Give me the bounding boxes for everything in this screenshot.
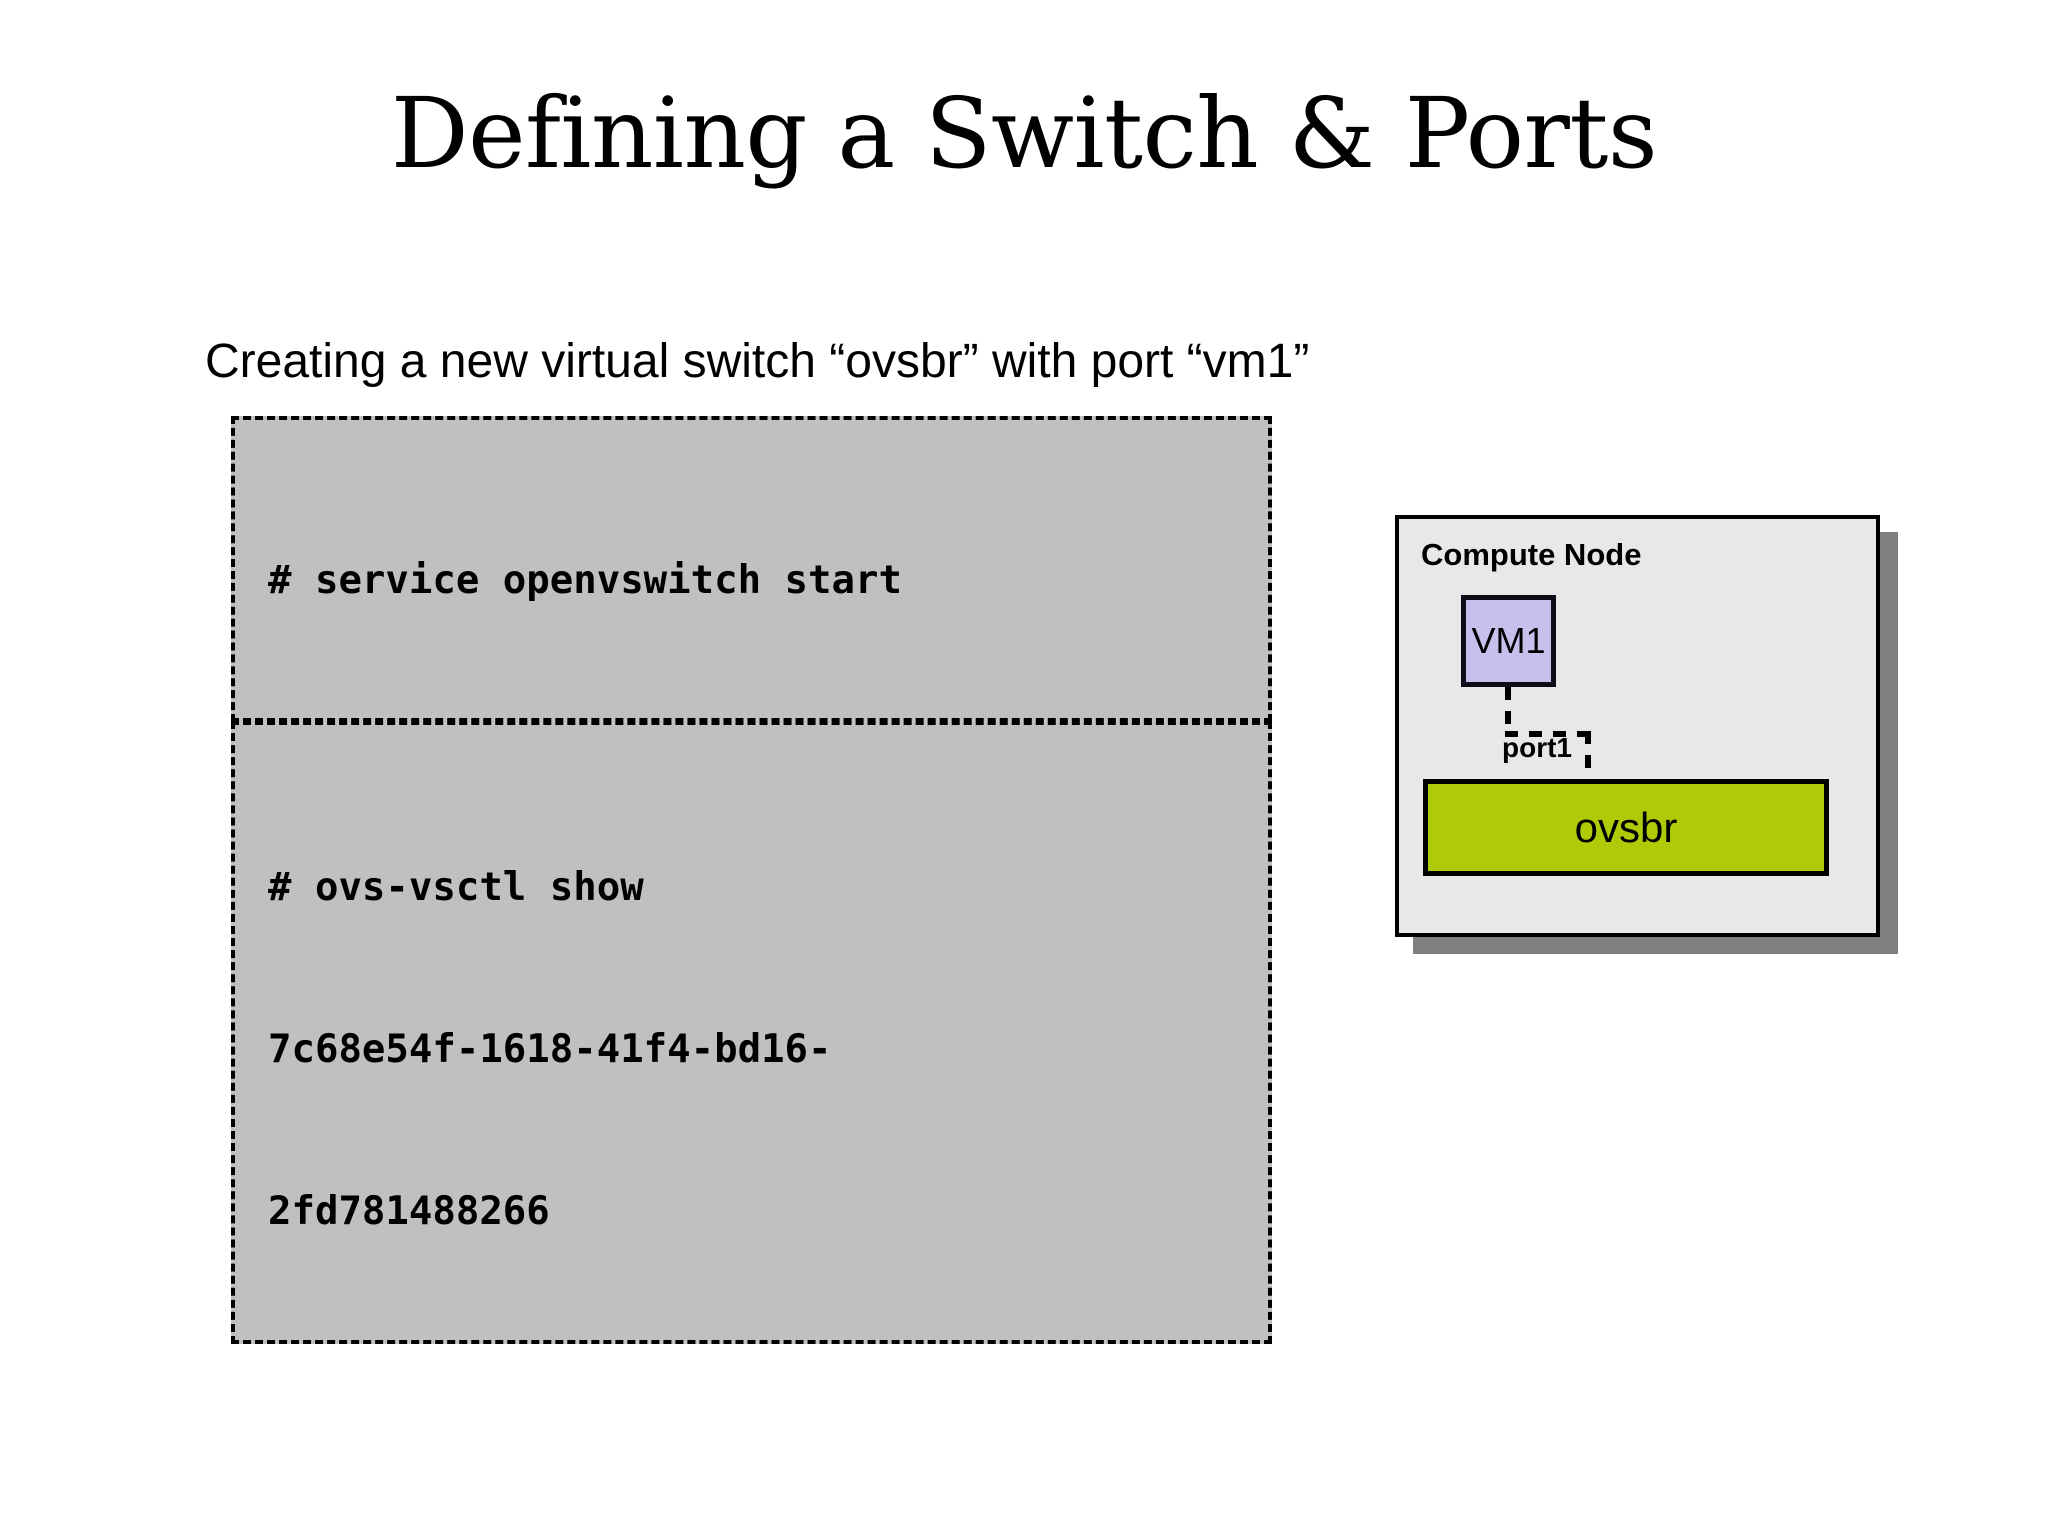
slide-subtitle: Creating a new virtual switch “ovsbr” wi… bbox=[205, 335, 1310, 388]
page-title: Defining a Switch & Ports bbox=[390, 77, 1658, 190]
code-block-commands: # service openvswitch start # ovs-vsctl … bbox=[231, 416, 1272, 722]
port1-label: port1 bbox=[1502, 732, 1572, 763]
ovsbr-bridge-box: ovsbr bbox=[1423, 779, 1829, 876]
compute-node-label: Compute Node bbox=[1421, 537, 1642, 572]
vm1-box: VM1 bbox=[1461, 595, 1556, 687]
ovsbr-label: ovsbr bbox=[1574, 803, 1678, 851]
code-line: 2fd781488266 bbox=[268, 1189, 550, 1234]
vm1-label: VM1 bbox=[1471, 620, 1546, 661]
code-line: 7c68e54f-1618-41f4-bd16- bbox=[268, 1027, 832, 1072]
compute-node-diagram: Compute Node port1 VM1 ovsbr bbox=[1390, 510, 1905, 960]
code-line: # ovs-vsctl show bbox=[268, 865, 644, 910]
code-line: # service openvswitch start bbox=[268, 558, 902, 603]
code-block-output: # ovs-vsctl show 7c68e54f-1618-41f4-bd16… bbox=[231, 721, 1272, 1344]
